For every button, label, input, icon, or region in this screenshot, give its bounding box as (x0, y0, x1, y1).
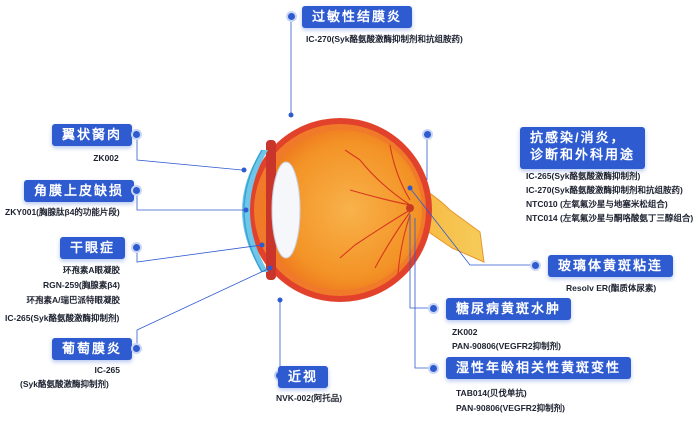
drug-amd-1: TAB014(贝伐单抗) (456, 388, 527, 398)
drug-uveitis-2: (Syk酪氨酸激酶抑制剂) (20, 379, 109, 389)
drug-dryeye-4: IC-265(Syk酪氨酸激酶抑制剂) (5, 313, 120, 323)
label-diabetic-macular-edema: 糖尿病黄斑水肿 (446, 298, 572, 320)
drug-epithelial-1: ZKY001(胸腺肽β4的功能片段) (5, 207, 120, 217)
drug-pterygium-1: ZK002 (93, 153, 119, 163)
dot-uveitis (133, 345, 140, 352)
drug-vitreo-1: Resolv ER(酯质体尿素) (566, 283, 657, 293)
drug-anti-infect-4: NTC014 (左氧氟沙星与酮咯酸氨丁三醇组合) (526, 213, 694, 223)
label-anti-infection-line2: 诊断和外科用途 (530, 147, 636, 162)
dot-vitreo (532, 262, 539, 269)
label-vitreomacular-adhesion: 玻璃体黄斑粘连 (548, 255, 674, 277)
drug-allergic-1: IC-270(Syk酪氨酸激酶抑制剂和抗组胺药) (306, 34, 463, 44)
label-wet-amd: 湿性年龄相关性黄斑变性 (446, 357, 632, 379)
dot-dryeye (133, 244, 140, 251)
drug-myopia-1: NVK-002(阿托品) (276, 393, 343, 403)
vitreous (262, 130, 422, 290)
drug-amd-2: PAN-90806(VEGFR2抑制剂) (456, 403, 565, 413)
label-uveitis: 葡萄膜炎 (52, 338, 133, 360)
drug-dme-2: PAN-90806(VEGFR2抑制剂) (452, 341, 561, 351)
label-allergic-conjunctivitis: 过敏性结膜炎 (302, 6, 413, 28)
retinal-vessels (339, 144, 411, 276)
macula (406, 204, 414, 212)
drug-anti-infect-3: NTC010 (左氧氟沙星与地塞米松组合) (526, 199, 668, 209)
dot-pterygium (133, 131, 140, 138)
label-myopia: 近视 (278, 366, 329, 388)
drug-dryeye-1: 环孢素A眼凝胶 (62, 265, 120, 275)
dot-amd (430, 365, 437, 372)
dot-anti-infect (424, 131, 431, 138)
drug-dme-1: ZK002 (452, 327, 478, 337)
drug-uveitis-1: IC-265 (94, 365, 120, 375)
drug-anti-infect-1: IC-265(Syk酪氨酸激酶抑制剂) (526, 171, 641, 181)
lens (271, 161, 301, 259)
drug-anti-infect-2: IC-270(Syk酪氨酸激酶抑制剂和抗组胺药) (526, 185, 683, 195)
dot-dme (430, 305, 437, 312)
label-corneal-epithelial-defect: 角膜上皮缺损 (24, 180, 135, 202)
drug-dryeye-3: 环孢素A/瑞巴派特眼凝胶 (26, 295, 120, 305)
iris (266, 140, 276, 280)
dot-epithelial (133, 187, 140, 194)
drug-dryeye-2: RGN-259(胸腺素β4) (43, 280, 120, 290)
label-anti-infection: 抗感染/消炎， 诊断和外科用途 (520, 127, 646, 169)
dot-allergic (288, 13, 295, 20)
label-dry-eye: 干眼症 (60, 237, 126, 259)
label-anti-infection-line1: 抗感染/消炎， (530, 130, 626, 145)
label-pterygium: 翼状胬肉 (52, 124, 133, 146)
